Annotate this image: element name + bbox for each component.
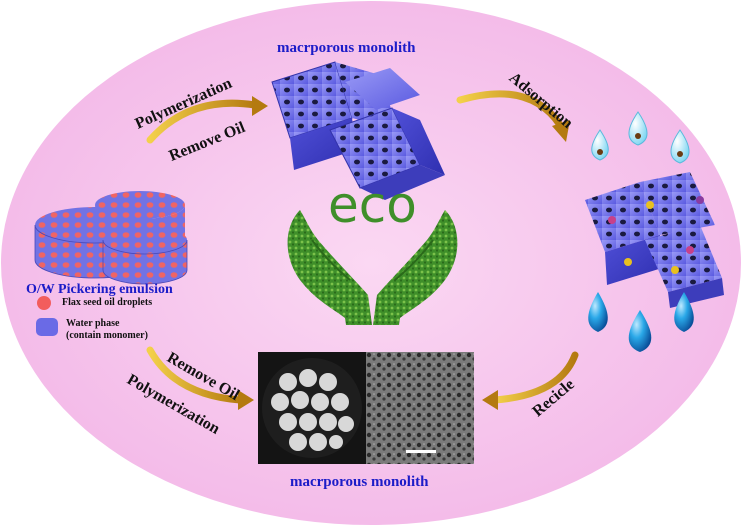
- eco-hands-icon: [287, 210, 458, 325]
- bottom-monolith-title: macrporous monolith: [290, 474, 429, 490]
- legend-water-label-line1: Water phase: [66, 318, 120, 329]
- pickering-emulsion-image: [34, 191, 188, 285]
- legend-oil-label: Flax seed oil droplets: [62, 297, 153, 308]
- arrow-recycle: [482, 351, 579, 410]
- arrow-to-bottom-monolith: [146, 346, 254, 410]
- loaded-monolith-image: [585, 172, 724, 308]
- monolith-photo-panel: [258, 352, 366, 464]
- eco-word: eco: [328, 176, 417, 234]
- legend-water-label-line2: (contain monomer): [66, 330, 148, 341]
- arrow-to-top-monolith: [146, 96, 268, 144]
- emulsion-title: O/W Pickering emulsion: [26, 282, 173, 297]
- top-monolith-image: [271, 61, 445, 200]
- arrow-to-adsorption: [456, 90, 570, 142]
- contaminated-droplets-icon: [591, 111, 690, 164]
- legend-water-symbol: [36, 318, 58, 336]
- legend-oil-symbol: [37, 296, 51, 310]
- sem-micrograph-panel: [366, 352, 474, 464]
- top-monolith-title: macrporous monolith: [277, 40, 416, 56]
- clean-water-droplets-icon: [588, 292, 694, 352]
